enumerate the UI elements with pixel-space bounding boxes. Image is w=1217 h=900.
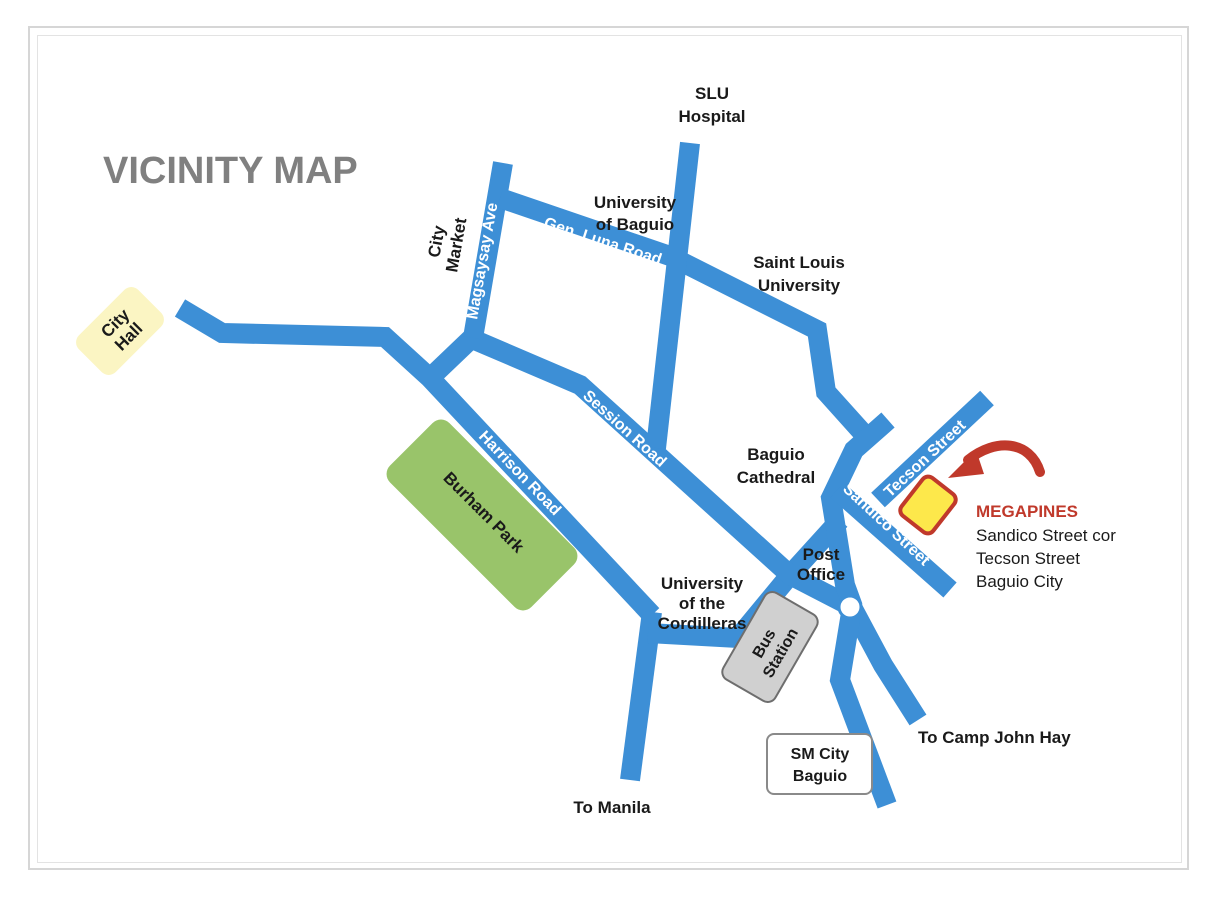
city-market[interactable]: City Market xyxy=(423,213,471,274)
megapines-address-3: Baguio City xyxy=(976,572,1063,591)
saint-louis-university-label-2: University xyxy=(758,276,841,295)
slu-hospital-label-1: SLU xyxy=(695,84,729,103)
to-camp-john-hay-label: To Camp John Hay xyxy=(918,728,1071,747)
tecson-street[interactable] xyxy=(871,390,994,508)
sm-city-baguio[interactable]: SM City Baguio xyxy=(766,733,873,795)
megapines-title: MEGAPINES xyxy=(976,502,1078,521)
baguio-cathedral[interactable]: Baguio Cathedral xyxy=(737,445,815,487)
roads xyxy=(174,141,994,809)
saint-louis-university[interactable]: Saint Louis University xyxy=(753,253,845,295)
sm-city-baguio-label-1: SM City xyxy=(791,746,850,763)
megapines-arrow-icon xyxy=(948,440,1045,478)
megapines-address-1: Sandico Street cor xyxy=(976,526,1116,545)
map-title: VICINITY MAP xyxy=(103,150,358,192)
map-inner-border xyxy=(37,35,1182,863)
sandico-street[interactable] xyxy=(830,482,957,598)
post-office-label-1: Post xyxy=(803,545,840,564)
baguio-cathedral-label-1: Baguio xyxy=(747,445,805,464)
university-of-baguio-label-1: University xyxy=(594,193,677,212)
university-of-the-cordilleras[interactable]: University of the Cordilleras xyxy=(658,574,747,633)
bus-station[interactable]: Bus Station xyxy=(719,589,821,706)
megapines-address-2: Tecson Street xyxy=(976,549,1080,568)
magsaysay-ave[interactable] xyxy=(463,161,513,340)
baguio-cathedral-label-2: Cathedral xyxy=(737,468,815,487)
sm-city-baguio-label-2: Baguio xyxy=(793,768,847,785)
university-of-baguio[interactable]: University of Baguio xyxy=(594,193,677,234)
slu-hospital-road[interactable] xyxy=(646,141,700,450)
to-camp-john-hay-road[interactable] xyxy=(843,602,927,726)
to-manila-label: To Manila xyxy=(573,798,651,817)
gen-luna-road[interactable] xyxy=(496,188,870,439)
rotunda-circle xyxy=(837,594,863,620)
cordilleras-label-2: of the xyxy=(679,594,725,613)
slu-hospital-label-2: Hospital xyxy=(678,107,745,126)
connector-road[interactable] xyxy=(423,327,482,386)
post-office[interactable]: Post Office xyxy=(797,545,845,584)
harrison-road[interactable] xyxy=(174,299,660,622)
cordilleras-label-3: Cordilleras xyxy=(658,614,747,633)
city-market-label-2: Market xyxy=(442,216,470,274)
saint-louis-university-label-1: Saint Louis xyxy=(753,253,845,272)
session-road[interactable] xyxy=(466,328,857,616)
university-of-baguio-label-2: of Baguio xyxy=(596,215,674,234)
slu-hospital[interactable]: SLU Hospital xyxy=(678,84,745,126)
city-hall[interactable]: City Hall xyxy=(72,283,168,379)
post-office-label-2: Office xyxy=(797,565,845,584)
megapines-marker[interactable] xyxy=(897,474,958,536)
cordilleras-label-1: University xyxy=(661,574,744,593)
